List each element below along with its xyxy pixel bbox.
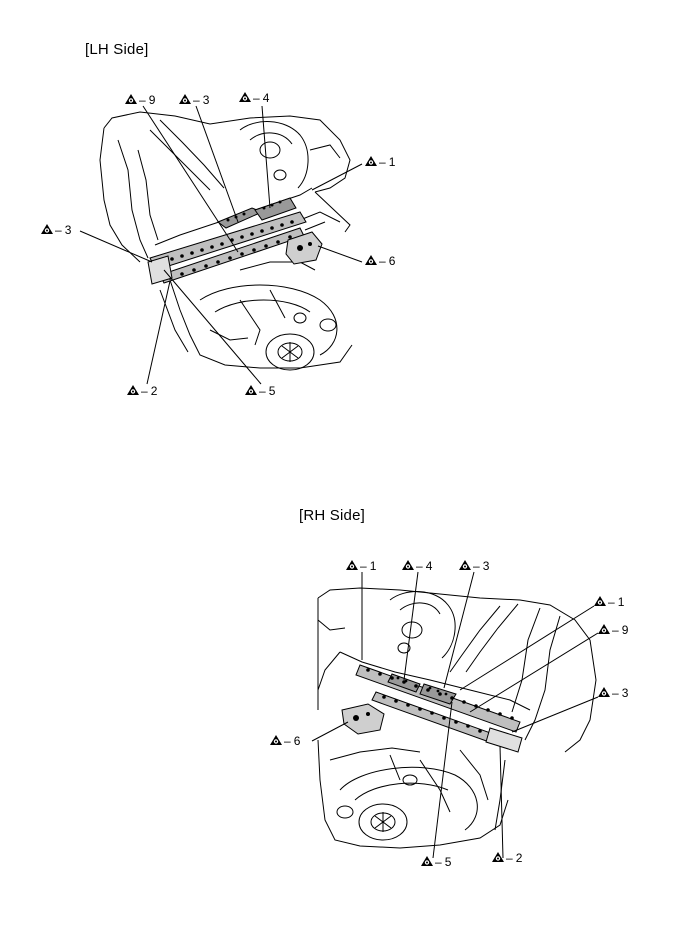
lh-callout-3-left: –3 (41, 223, 72, 237)
svg-text:–3: –3 (55, 223, 72, 237)
lh-callout-5: –5 (245, 384, 276, 398)
rh-callout-4: –4 (402, 559, 433, 573)
rh-lower-rail (371, 691, 523, 753)
svg-text:–1: –1 (608, 595, 625, 609)
svg-text:–3: –3 (612, 686, 629, 700)
svg-text:–5: –5 (435, 855, 452, 869)
svg-text:–4: –4 (253, 91, 270, 105)
lh-callout-6: –6 (365, 254, 396, 268)
rh-callout-1-top: –1 (346, 559, 377, 573)
rh-callout-3-right: –3 (598, 686, 629, 700)
svg-text:–9: –9 (139, 93, 156, 107)
lh-callout-1: –1 (365, 155, 396, 169)
lh-lower-rail (147, 227, 305, 285)
rh-upper-rail (355, 664, 521, 733)
svg-text:–5: –5 (259, 384, 276, 398)
svg-text:–1: –1 (379, 155, 396, 169)
rh-callout-9: –9 (598, 623, 629, 637)
rh-side-title: [RH Side] (299, 507, 365, 524)
svg-text:–2: –2 (141, 384, 158, 398)
rh-leader-lines (311, 571, 599, 859)
lh-callout-3-top: –3 (179, 93, 210, 107)
rh-callout-3-top: –3 (459, 559, 490, 573)
svg-text:–2: –2 (506, 851, 523, 865)
lh-callout-9: –9 (125, 93, 156, 107)
rh-callout-6: –6 (270, 734, 301, 748)
svg-text:–3: –3 (193, 93, 210, 107)
lh-side-title: [LH Side] (85, 41, 149, 58)
lh-callout-2: –2 (127, 384, 158, 398)
rh-callout-1-right: –1 (594, 595, 625, 609)
rh-bracket-part6 (341, 703, 385, 735)
rh-callout-2: –2 (492, 851, 523, 865)
svg-text:–3: –3 (473, 559, 490, 573)
rh-callout-5: –5 (421, 855, 452, 869)
svg-text:–6: –6 (284, 734, 301, 748)
lh-leader-lines (79, 105, 363, 385)
lh-callout-4: –4 (239, 91, 270, 105)
rh-underbody-illustration (317, 587, 597, 849)
svg-text:–1: –1 (360, 559, 377, 573)
svg-text:–6: –6 (379, 254, 396, 268)
svg-text:–9: –9 (612, 623, 629, 637)
svg-text:–4: –4 (416, 559, 433, 573)
lh-bracket-part6 (285, 231, 323, 265)
lh-upper-rail (149, 197, 307, 271)
